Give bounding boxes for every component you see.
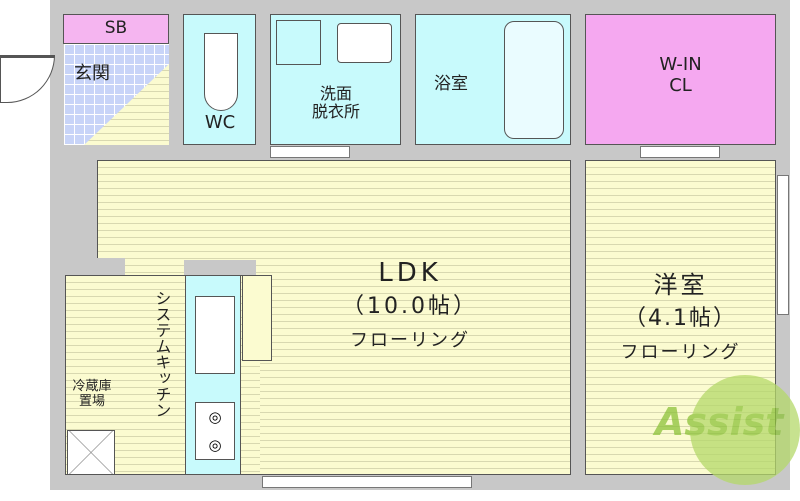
fridge-label: 冷蔵庫 置場 [72,379,112,409]
logo-swoosh [690,375,800,485]
yoshitsu-size: （4.1帖） [624,306,737,331]
yoshitsu-labels: 洋室 （4.1帖） フローリング [585,265,776,364]
ldk-labels: LDK （10.0帖） フローリング [300,258,520,352]
kitchen-sink-icon [195,296,235,374]
yoshitsu-floor: フローリング [620,342,741,363]
cabinet [242,275,272,361]
window-yoshitsu [777,175,789,315]
ldk-size: （10.0帖） [342,294,478,319]
kitchen-wall [184,260,256,275]
exterior-notch [0,0,50,260]
bathtub-icon [504,21,564,139]
sb-label: SB [104,18,128,38]
room-wc: WC [183,14,256,145]
toilet-icon [204,33,238,111]
ldk-floor: フローリング [350,330,470,351]
room-bath: 浴室 [415,14,571,145]
fridge-space [67,430,115,475]
sink-icon [337,23,392,63]
genkan-label: 玄関 [74,63,110,84]
assist-logo: Assist [650,370,800,485]
kitchen-counter: ◎◎ [185,275,241,475]
kitchen-label: システムキッチン [152,290,172,418]
bath-label: 浴室 [434,74,468,94]
room-senmen: 洗面 脱衣所 [270,14,401,145]
wc-label: WC [204,112,236,133]
room-sb: SB [63,14,169,44]
partition [65,258,125,275]
room-genkan: 玄関 [64,44,169,145]
stove-icon: ◎◎ [195,402,235,460]
walkin-label: W-IN CL [659,54,702,96]
yoshitsu-name: 洋室 [653,271,708,299]
senmen-label: 洗面 脱衣所 [311,84,360,122]
logo-text: Assist [655,400,784,444]
window-ldk [262,476,472,488]
ldk-name: LDK [378,258,442,288]
room-walkin-closet: W-IN CL [585,14,776,145]
window-closet [640,146,720,158]
washer-icon [276,20,321,65]
window-senmen [270,146,350,158]
